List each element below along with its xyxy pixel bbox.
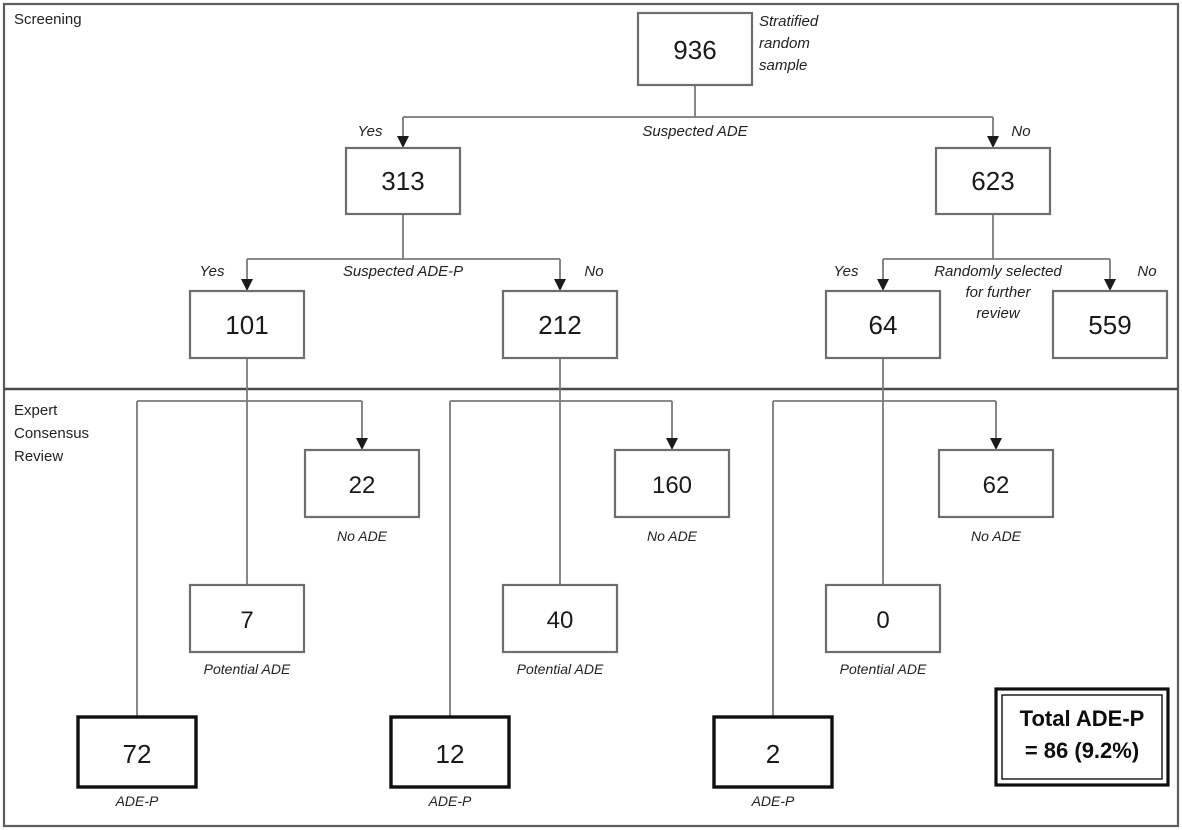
node-adep-left-box[interactable] — [76, 715, 198, 789]
node-adep-right-box[interactable] — [712, 715, 834, 789]
total-adep-box-inner-border — [1001, 694, 1163, 780]
node-adep-left-caption: ADE-P — [115, 793, 159, 809]
section-label-expert-line1: Expert — [14, 402, 58, 419]
edge-label-yes-1: Yes — [357, 123, 383, 140]
node-root-annotation-line2: random — [759, 35, 810, 52]
node-review-yes-box[interactable] — [824, 289, 942, 360]
node-root-annotation-line1: Stratified — [759, 13, 819, 30]
edge-label-no-1: No — [1011, 123, 1030, 140]
total-adep-line1: Total ADE-P — [1020, 706, 1145, 731]
node-no-ade-mid-value: 160 — [652, 472, 692, 499]
edge-label-yes-3: Yes — [833, 263, 859, 280]
node-adep-left-value: 72 — [123, 739, 152, 769]
node-no-ade-left-value: 22 — [349, 472, 376, 499]
node-potential-ade-right-caption: Potential ADE — [840, 661, 927, 677]
edge-label-randomly-selected-line1: Randomly selected — [934, 263, 1062, 280]
arrowhead-313-to-101 — [241, 279, 253, 291]
node-suspected-ade-no-box[interactable] — [934, 146, 1052, 216]
node-root-annotation-line3: sample — [759, 57, 807, 74]
total-adep-line2: = 86 (9.2%) — [1025, 738, 1139, 763]
arrowhead-64-to-62 — [990, 438, 1002, 450]
edge-label-randomly-selected-line3: review — [976, 305, 1021, 322]
arrowhead-101-to-22 — [356, 438, 368, 450]
node-potential-ade-mid-box[interactable] — [501, 583, 619, 654]
node-root-box[interactable] — [636, 11, 754, 87]
node-adep-mid-box[interactable] — [389, 715, 511, 789]
arrowhead-root-to-no — [987, 136, 999, 148]
edge-label-suspected-ade: Suspected ADE — [642, 123, 748, 140]
section-label-expert-line3: Review — [14, 448, 63, 465]
node-no-ade-mid-caption: No ADE — [647, 528, 698, 544]
node-potential-ade-mid-caption: Potential ADE — [517, 661, 604, 677]
node-potential-ade-left-value: 7 — [240, 607, 253, 634]
node-potential-ade-left-caption: Potential ADE — [204, 661, 291, 677]
node-suspected-ade-yes-box[interactable] — [344, 146, 462, 216]
node-potential-ade-left-box[interactable] — [188, 583, 306, 654]
total-adep-box[interactable] — [994, 687, 1170, 787]
node-root-value: 936 — [673, 35, 716, 65]
node-review-yes-value: 64 — [869, 310, 898, 340]
node-no-ade-left-box[interactable] — [303, 448, 421, 519]
node-no-ade-left-caption: No ADE — [337, 528, 388, 544]
node-adep-yes-box[interactable] — [188, 289, 306, 360]
node-potential-ade-mid-value: 40 — [547, 607, 574, 634]
section-label-expert-line2: Consensus — [14, 425, 89, 442]
arrowhead-root-to-yes — [397, 136, 409, 148]
node-adep-yes-value: 101 — [225, 310, 268, 340]
node-potential-ade-right-value: 0 — [876, 607, 889, 634]
node-review-no-box[interactable] — [1051, 289, 1169, 360]
node-no-ade-right-box[interactable] — [937, 448, 1055, 519]
edge-label-randomly-selected-line2: for further — [965, 284, 1031, 301]
edge-label-suspected-adep: Suspected ADE-P — [343, 263, 463, 280]
edge-label-no-3: No — [1137, 263, 1156, 280]
node-no-ade-right-value: 62 — [983, 472, 1010, 499]
node-suspected-ade-no-value: 623 — [971, 166, 1014, 196]
arrowhead-623-to-559 — [1104, 279, 1116, 291]
node-potential-ade-right-box[interactable] — [824, 583, 942, 654]
node-no-ade-mid-box[interactable] — [613, 448, 731, 519]
arrowhead-313-to-212 — [554, 279, 566, 291]
arrowhead-212-to-160 — [666, 438, 678, 450]
node-suspected-ade-yes-value: 313 — [381, 166, 424, 196]
section-label-screening: Screening — [14, 11, 82, 28]
node-adep-right-value: 2 — [766, 739, 780, 769]
arrowhead-623-to-64 — [877, 279, 889, 291]
node-no-ade-right-caption: No ADE — [971, 528, 1022, 544]
node-adep-mid-value: 12 — [436, 739, 465, 769]
edge-label-yes-2: Yes — [199, 263, 225, 280]
node-adep-no-box[interactable] — [501, 289, 619, 360]
node-review-no-value: 559 — [1088, 310, 1131, 340]
node-adep-right-caption: ADE-P — [751, 793, 795, 809]
edge-label-no-2: No — [584, 263, 603, 280]
node-adep-no-value: 212 — [538, 310, 581, 340]
node-adep-mid-caption: ADE-P — [428, 793, 472, 809]
